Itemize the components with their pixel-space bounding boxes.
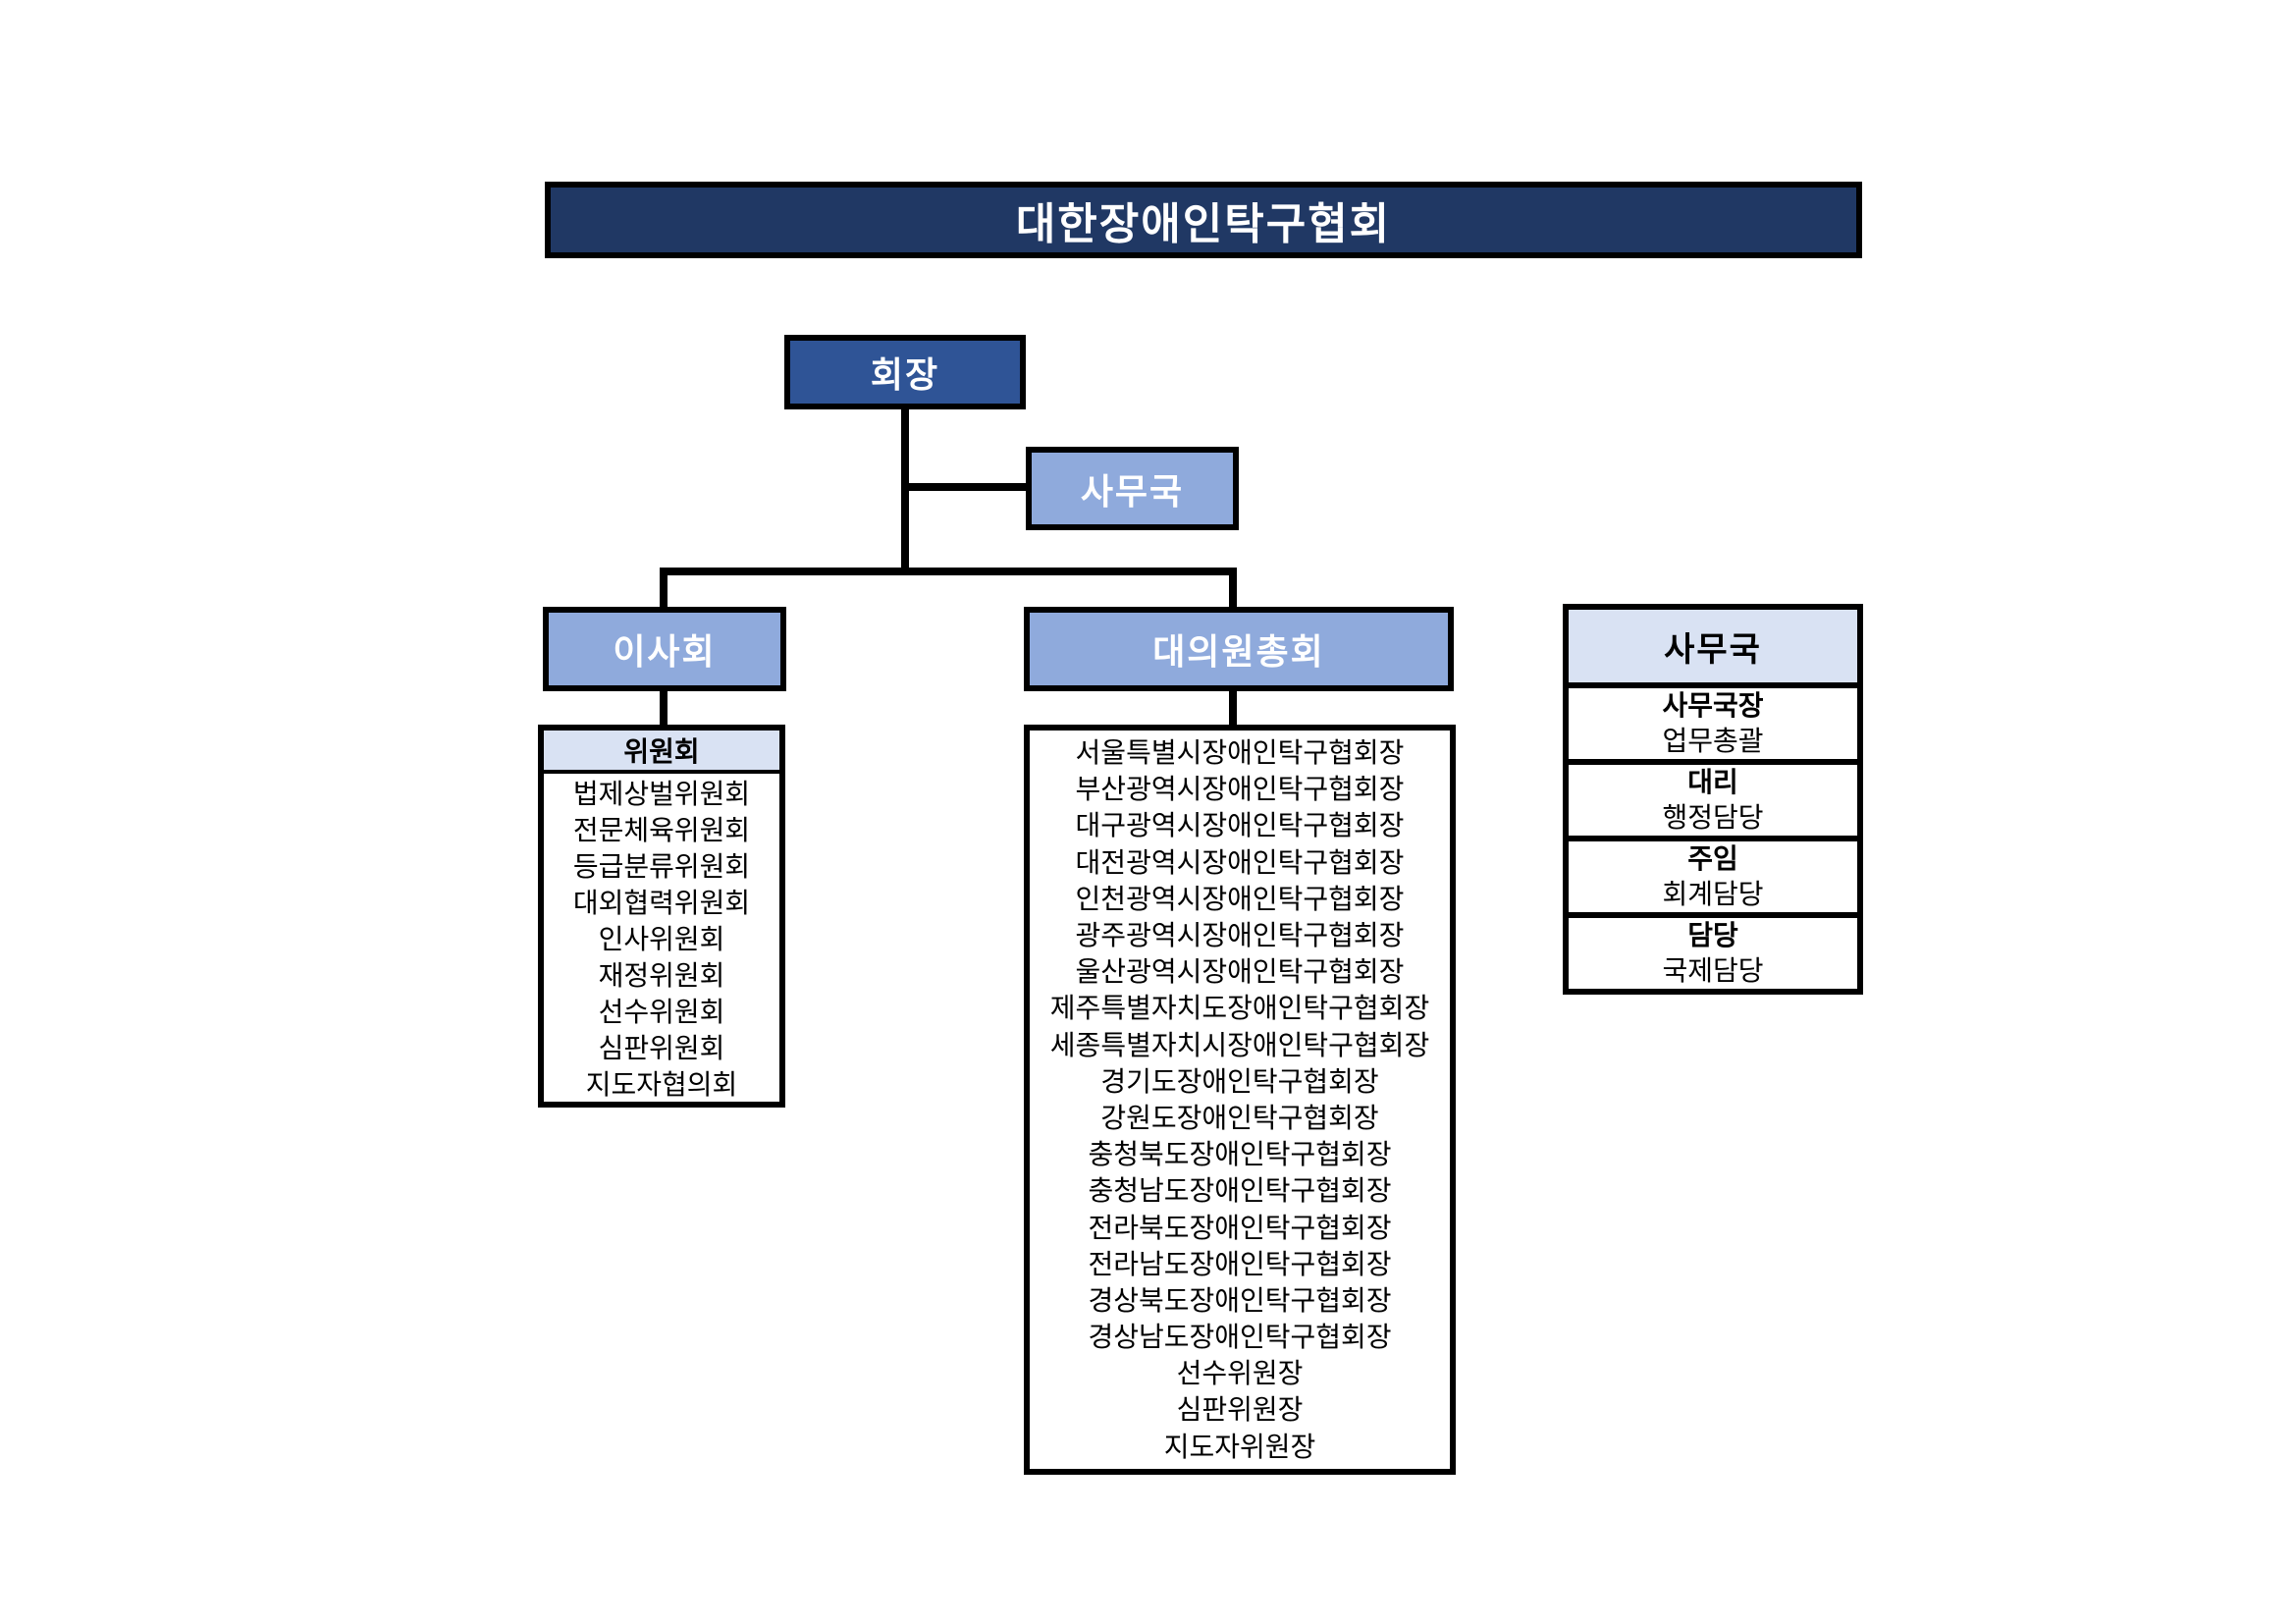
secretariat-detail-panel: 사무국 사무국장 업무총괄 대리 행정담당 주임 회계담당 담당 국제담당 bbox=[1563, 604, 1863, 995]
committee-header: 위원회 bbox=[544, 731, 779, 774]
assembly-member: 충청북도장애인탁구협회장 bbox=[1088, 1139, 1392, 1170]
secretariat-label: 사무국 bbox=[1080, 470, 1185, 512]
committee-item: 선수위원회 bbox=[598, 997, 725, 1027]
secretariat-row: 주임 회계담당 bbox=[1569, 836, 1857, 912]
secretariat-row: 담당 국제담당 bbox=[1569, 912, 1857, 989]
committee-item: 인사위원회 bbox=[598, 924, 725, 954]
assembly-member: 대구광역시장애인탁구협회장 bbox=[1075, 810, 1405, 841]
board-box: 이사회 bbox=[543, 607, 786, 691]
assembly-member: 지도자위원장 bbox=[1163, 1431, 1316, 1462]
assembly-member: 심판위원장 bbox=[1176, 1394, 1304, 1426]
committee-item: 대외협력위원회 bbox=[572, 888, 751, 918]
committee-item: 심판위원회 bbox=[598, 1033, 725, 1063]
connector-drop-board bbox=[660, 568, 667, 611]
secretariat-detail-header: 사무국 bbox=[1569, 610, 1857, 688]
board-label: 이사회 bbox=[613, 631, 717, 672]
assembly-member: 경상남도장애인탁구협회장 bbox=[1088, 1322, 1392, 1353]
committee-item: 법제상벌위원회 bbox=[572, 779, 751, 809]
chairman-box: 회장 bbox=[784, 335, 1026, 409]
committee-item: 전문체육위원회 bbox=[572, 815, 751, 845]
assembly-member: 울산광역시장애인탁구협회장 bbox=[1075, 956, 1405, 988]
assembly-member: 제주특별자치도장애인탁구협회장 bbox=[1049, 993, 1430, 1024]
secretariat-row: 대리 행정담당 bbox=[1569, 759, 1857, 836]
assembly-member: 전라북도장애인탁구협회장 bbox=[1088, 1212, 1392, 1243]
assembly-member: 강원도장애인탁구협회장 bbox=[1100, 1102, 1379, 1133]
connector-secretariat-branch bbox=[901, 483, 1026, 491]
assembly-member: 부산광역시장애인탁구협회장 bbox=[1075, 774, 1405, 805]
secretariat-row-duty: 회계담당 bbox=[1662, 879, 1764, 909]
connector-board-committee bbox=[660, 687, 667, 729]
org-title: 대한장애인탁구협회 bbox=[1015, 200, 1392, 248]
secretariat-row-duty: 행정담당 bbox=[1662, 802, 1764, 833]
assembly-member: 선수위원장 bbox=[1176, 1358, 1304, 1389]
assembly-member: 세종특별자치시장애인탁구협회장 bbox=[1049, 1029, 1430, 1060]
assembly-member: 경상북도장애인탁구협회장 bbox=[1088, 1284, 1392, 1316]
org-title-banner: 대한장애인탁구협회 bbox=[545, 182, 1862, 258]
assembly-member: 서울특별시장애인탁구협회장 bbox=[1075, 737, 1405, 769]
secretariat-row-duty: 업무총괄 bbox=[1662, 726, 1764, 756]
connector-drop-assembly bbox=[1229, 568, 1237, 611]
assembly-member: 충청남도장애인탁구협회장 bbox=[1088, 1175, 1392, 1207]
chairman-label: 회장 bbox=[870, 354, 940, 395]
secretariat-row-duty: 국제담당 bbox=[1662, 955, 1764, 986]
assembly-member: 인천광역시장애인탁구협회장 bbox=[1075, 883, 1405, 914]
committee-item: 지도자협의회 bbox=[585, 1069, 738, 1100]
connector-assembly-list bbox=[1229, 687, 1237, 729]
committee-list: 법제상벌위원회 전문체육위원회 등급분류위원회 대외협력위원회 인사위원회 재정… bbox=[544, 774, 779, 1105]
secretariat-row-title: 사무국장 bbox=[1662, 690, 1764, 721]
secretariat-row-title: 담당 bbox=[1687, 920, 1738, 950]
connector-split-horizontal bbox=[660, 568, 1237, 575]
assembly-member: 광주광역시장애인탁구협회장 bbox=[1075, 920, 1405, 951]
committee-item: 재정위원회 bbox=[598, 960, 725, 991]
assembly-member: 전라남도장애인탁구협회장 bbox=[1088, 1248, 1392, 1279]
assembly-member: 경기도장애인탁구협회장 bbox=[1100, 1065, 1379, 1097]
assembly-label: 대의원총회 bbox=[1152, 631, 1325, 672]
assembly-box: 대의원총회 bbox=[1024, 607, 1454, 691]
secretariat-box: 사무국 bbox=[1026, 447, 1239, 530]
committee-panel: 위원회 법제상벌위원회 전문체육위원회 등급분류위원회 대외협력위원회 인사위원… bbox=[538, 725, 785, 1108]
assembly-member: 대전광역시장애인탁구협회장 bbox=[1075, 846, 1405, 878]
assembly-members-panel: 서울특별시장애인탁구협회장 부산광역시장애인탁구협회장 대구광역시장애인탁구협회… bbox=[1024, 725, 1456, 1475]
connector-chairman-down bbox=[901, 409, 909, 575]
secretariat-row-title: 주임 bbox=[1687, 843, 1738, 874]
committee-item: 등급분류위원회 bbox=[572, 851, 751, 882]
secretariat-row: 사무국장 업무총괄 bbox=[1569, 688, 1857, 759]
secretariat-row-title: 대리 bbox=[1687, 767, 1738, 797]
